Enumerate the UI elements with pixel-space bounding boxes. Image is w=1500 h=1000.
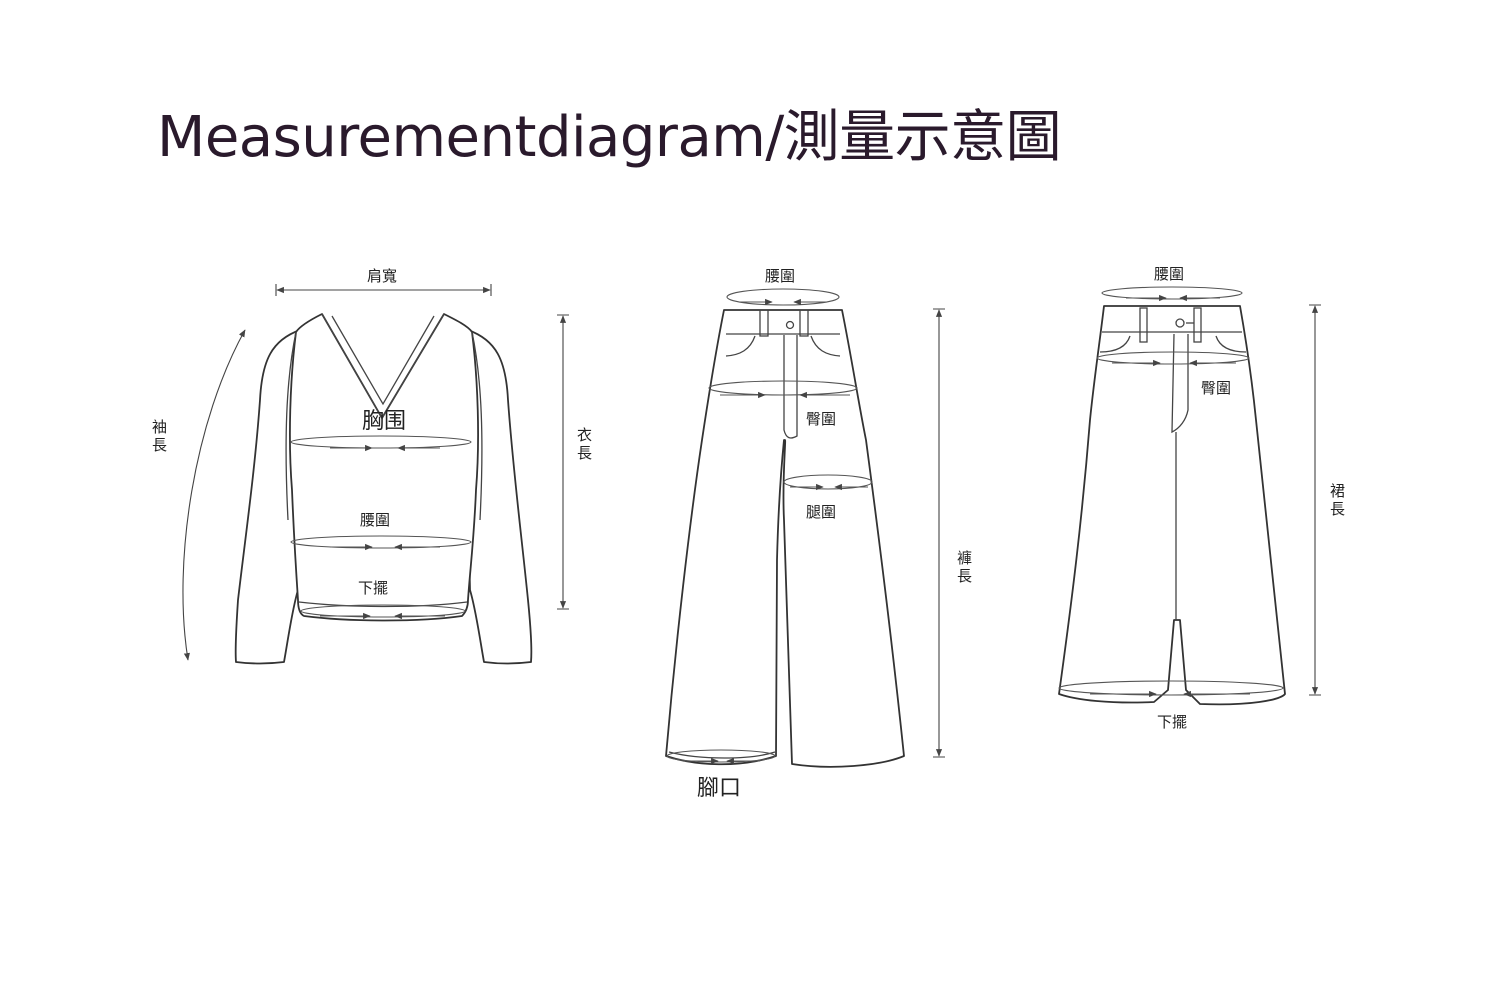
pants-label-waist: 腰圍 bbox=[765, 267, 795, 285]
label-waist: 腰圍 bbox=[360, 511, 390, 529]
label-chest: 胸围 bbox=[362, 409, 406, 434]
sweater-labels: 肩寬 袖 長 胸围 腰圍 下擺 衣 長 bbox=[152, 267, 592, 597]
sweater-measurements bbox=[182, 284, 569, 661]
label-sleeve-2: 長 bbox=[152, 436, 167, 454]
sweater-right-sleeve bbox=[467, 329, 533, 665]
pants-label-length-2: 長 bbox=[957, 567, 972, 585]
skirt-label-hip: 臀圍 bbox=[1201, 379, 1231, 397]
pants-outline bbox=[665, 309, 905, 768]
diagram-title: Measurementdiagram/測量示意圖 bbox=[157, 105, 1062, 170]
skirt-illustration bbox=[1058, 305, 1286, 706]
pants-labels: 腰圍 臀圍 腿圍 褲 長 腳口 bbox=[697, 267, 972, 801]
pants-illustration bbox=[665, 309, 905, 768]
pants-label-thigh: 腿圍 bbox=[806, 503, 836, 521]
label-length-2: 長 bbox=[577, 444, 592, 462]
sweater-body bbox=[289, 313, 479, 622]
skirt-label-waist: 腰圍 bbox=[1154, 265, 1184, 283]
sweater-left-sleeve bbox=[234, 329, 301, 665]
label-length-1: 衣 bbox=[577, 426, 592, 444]
label-hem: 下擺 bbox=[358, 579, 388, 597]
skirt-measurements bbox=[1058, 286, 1321, 698]
label-sleeve-1: 袖 bbox=[152, 418, 167, 436]
skirt-label-length-1: 裙 bbox=[1330, 482, 1345, 500]
skirt-outline bbox=[1058, 305, 1286, 706]
pants-label-length-1: 褲 bbox=[957, 549, 972, 567]
label-shoulder: 肩寬 bbox=[367, 267, 397, 285]
sweater-illustration bbox=[234, 313, 533, 665]
skirt-labels: 腰圍 臀圍 裙 長 下擺 bbox=[1154, 265, 1345, 731]
skirt-label-hem: 下擺 bbox=[1157, 713, 1187, 731]
pants-label-hip: 臀圍 bbox=[806, 410, 836, 428]
pants-measurements bbox=[666, 288, 945, 765]
sweater-v-neck bbox=[321, 313, 445, 420]
skirt-label-length-2: 長 bbox=[1330, 500, 1345, 518]
pants-label-leg-opening: 腳口 bbox=[697, 776, 741, 801]
